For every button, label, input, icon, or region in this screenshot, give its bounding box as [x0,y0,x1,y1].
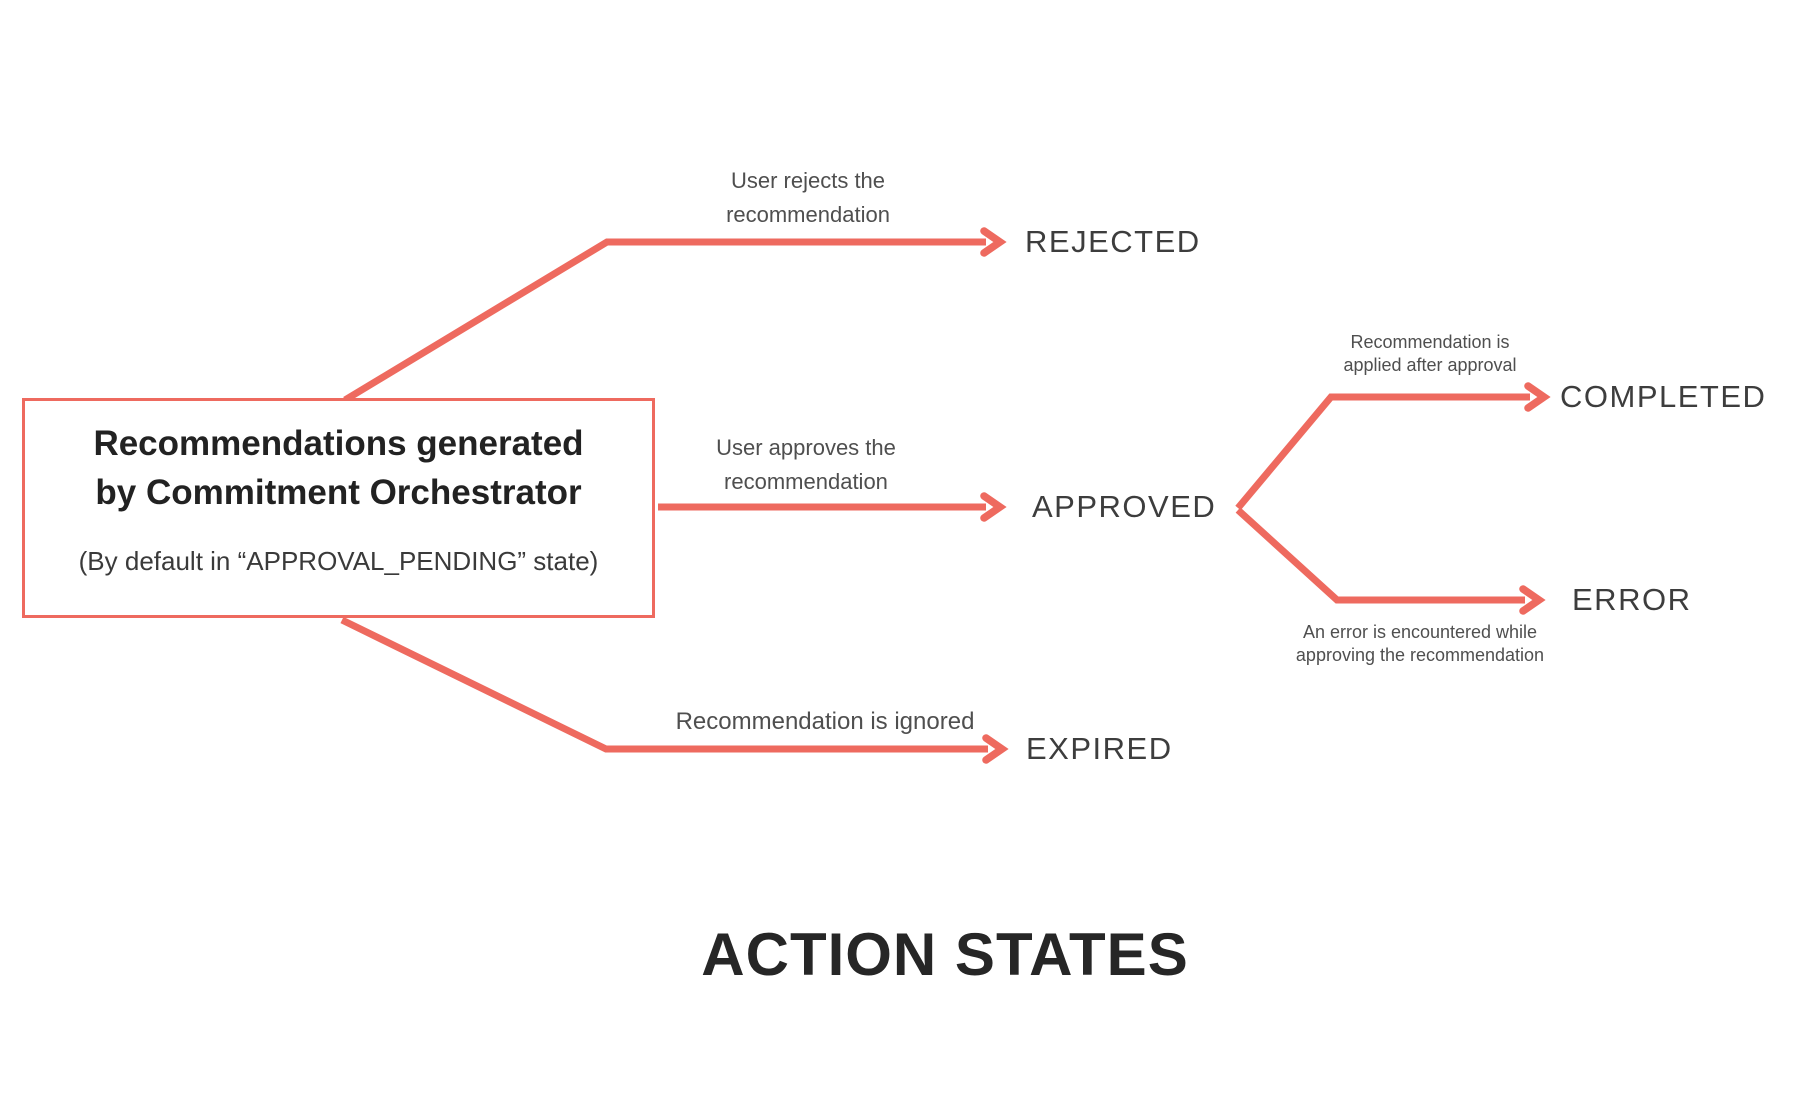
source-node-subtitle: (By default in “APPROVAL_PENDING” state) [78,546,599,576]
arrow-completed [1235,382,1551,511]
annotation-approved: User approves the recommendation [716,431,896,499]
annotation-error: An error is encountered while approving … [1296,621,1544,667]
arrow-error [1235,507,1546,615]
annotation-completed-line1: Recommendation is [1350,332,1510,352]
source-node-title: Recommendations generated by Commitment … [93,419,583,517]
arrow-expired-head [982,734,1009,764]
arrow-error-head [1519,585,1546,615]
state-label-expired: EXPIRED [1026,731,1173,766]
arrow-rejected-head [980,227,1007,257]
state-label-approved: APPROVED [1032,489,1217,524]
annotation-approved-line1: User approves the [716,435,896,460]
annotation-expired: Recommendation is ignored [676,707,975,737]
arrow-error-line [1235,507,1525,604]
state-label-error: ERROR [1572,582,1692,617]
arrow-expired [340,616,1009,764]
annotation-error-line1: An error is encountered while [1302,622,1538,642]
annotation-error-line2: approving the recommendation [1295,645,1545,665]
source-node: Recommendations generated by Commitment … [22,398,655,618]
annotation-rejected: User rejects the recommendation [726,164,890,232]
arrow-expired-line [340,616,988,753]
source-node-title-line1: Recommendations generated [93,424,584,463]
arrow-rejected-line [343,238,986,403]
annotation-completed-line2: applied after approval [1343,355,1517,375]
arrow-approved-head [980,492,1007,522]
annotation-approved-line2: recommendation [724,469,888,494]
annotation-rejected-line1: User rejects the [730,168,886,193]
arrow-rejected [343,227,1007,403]
state-label-rejected: REJECTED [1025,224,1201,259]
arrow-completed-line [1235,393,1530,511]
state-label-completed: COMPLETED [1560,379,1767,414]
arrow-completed-head [1524,382,1551,412]
annotation-expired-line1: Recommendation is ignored [675,708,975,735]
annotation-completed: Recommendation is applied after approval [1343,331,1516,377]
arrow-approved [658,492,1007,522]
diagram-title: ACTION STATES [701,921,1189,988]
annotation-rejected-line2: recommendation [726,202,890,227]
source-node-title-line2: by Commitment Orchestrator [95,473,582,512]
